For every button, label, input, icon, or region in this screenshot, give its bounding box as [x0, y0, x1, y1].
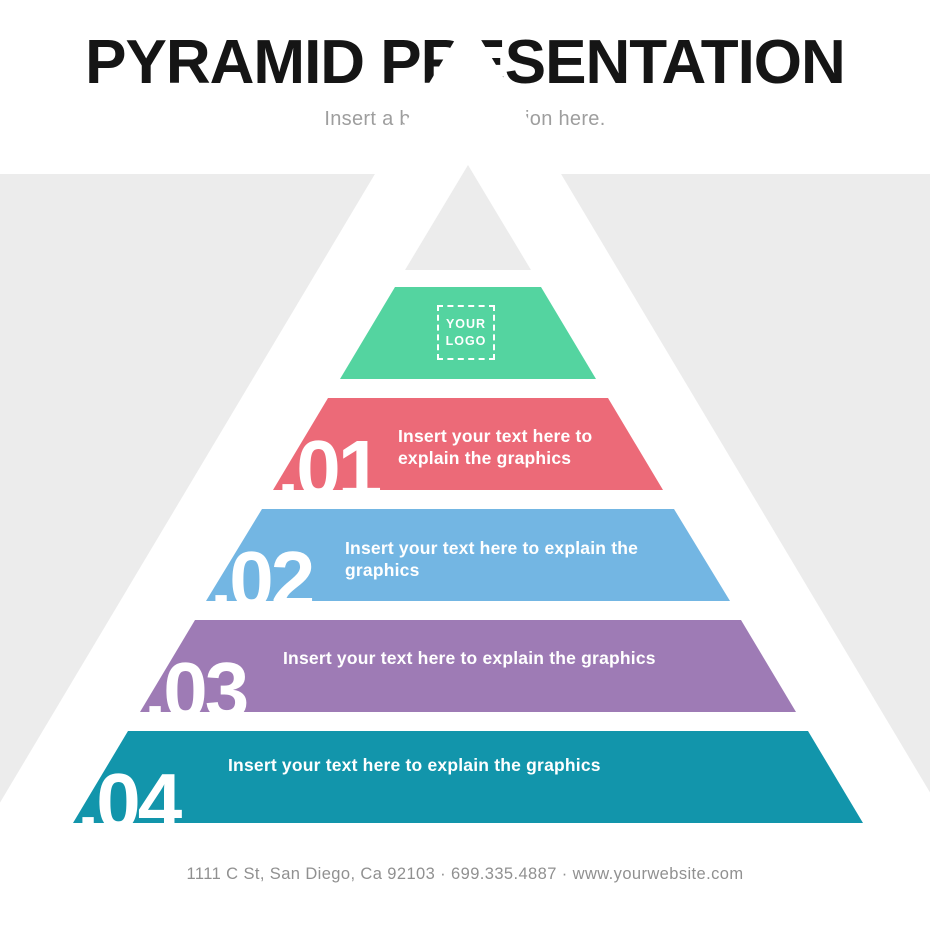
logo-placeholder-label: YOUR LOGO — [445, 317, 487, 348]
logo-placeholder-box[interactable]: YOUR LOGO — [437, 305, 495, 360]
segment-text-01[interactable]: Insert your text here to explain the gra… — [398, 426, 593, 469]
segment-text-04[interactable]: Insert your text here to explain the gra… — [228, 755, 601, 775]
pyramid-segment-04: .04 Insert your text here to explain the… — [73, 731, 863, 823]
segment-text-03[interactable]: Insert your text here to explain the gra… — [283, 648, 656, 668]
pyramid-segment-03: .03 Insert your text here to explain the… — [140, 620, 796, 712]
footer-contact-line: 1111 C St, San Diego, Ca 92103 · 699.335… — [186, 865, 744, 883]
pyramid-segment-02: .02 Insert your text here to explain the… — [206, 509, 730, 601]
segment-text-02[interactable]: Insert your text here to explain the gra… — [345, 538, 639, 581]
